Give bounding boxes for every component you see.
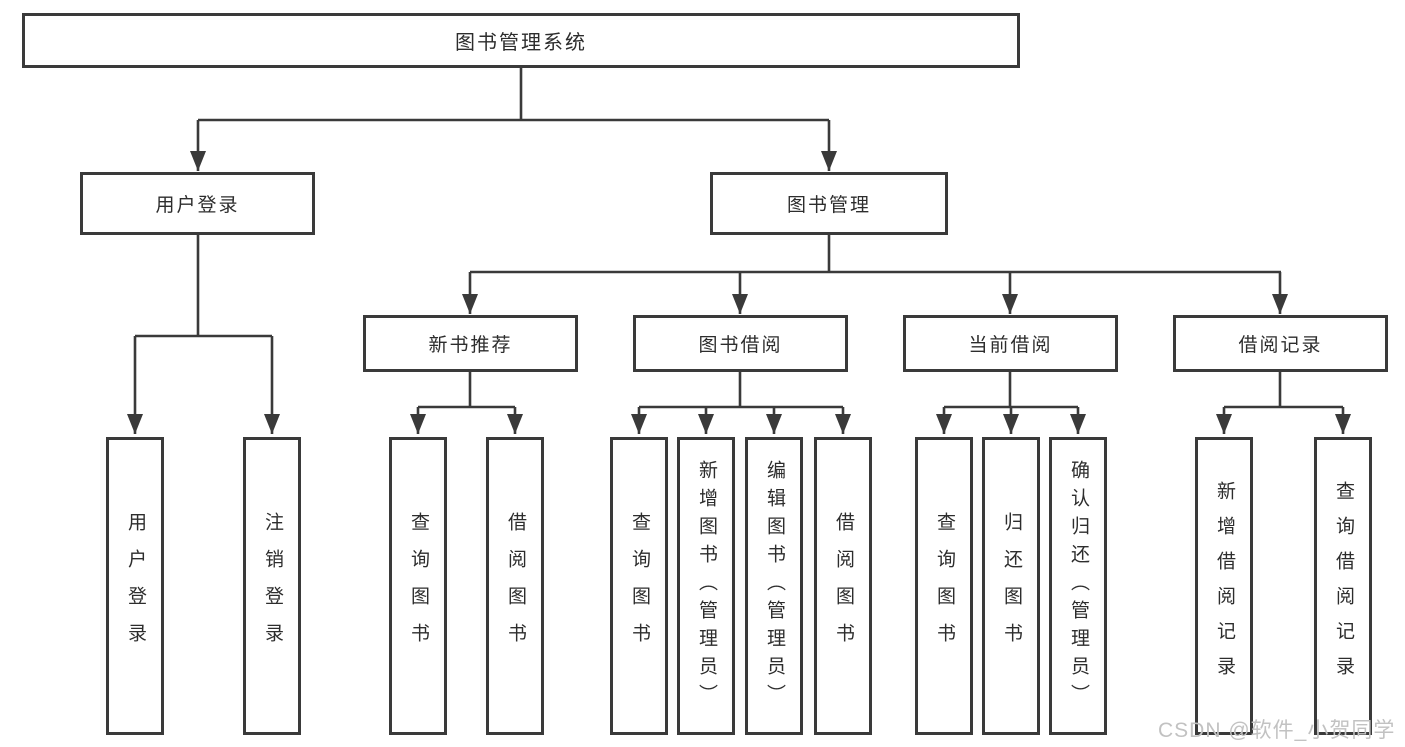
node-user-login: 用户登录	[80, 172, 315, 235]
leaf-logout: 注销登录	[243, 437, 301, 735]
leaf-return-books: 归还图书	[982, 437, 1040, 735]
node-borrow-records-label: 借阅记录	[1238, 335, 1323, 356]
connector-records-trunk	[1224, 372, 1343, 409]
node-system-root: 图书管理系统	[22, 13, 1020, 68]
leaf-borrow-books: 借阅图书	[814, 437, 872, 735]
connector-root-trunk	[198, 68, 829, 122]
node-book-management: 图书管理	[710, 172, 948, 235]
node-borrow-records: 借阅记录	[1173, 315, 1388, 372]
leaf-add-books-admin: 新增图书（管理员）	[677, 437, 735, 735]
connector-current-trunk	[944, 372, 1078, 409]
node-current-borrowing-label: 当前借阅	[968, 335, 1053, 356]
leaf-add-borrow-record: 新增借阅记录	[1195, 437, 1253, 735]
connector-new-books-trunk	[418, 372, 515, 409]
node-new-book-recommend: 新书推荐	[363, 315, 578, 372]
node-book-borrowing-label: 图书借阅	[698, 335, 783, 356]
node-new-book-recommend-label: 新书推荐	[428, 335, 513, 356]
node-user-login-label: 用户登录	[155, 195, 240, 216]
leaf-edit-books-admin: 编辑图书（管理员）	[745, 437, 803, 735]
leaf-user-login: 用户登录	[106, 437, 164, 735]
csdn-watermark: CSDN @软件_小贺同学	[1158, 719, 1396, 742]
connector-borrowing-trunk	[639, 372, 843, 409]
leaf-query-books-current: 查询图书	[915, 437, 973, 735]
node-system-root-label: 图书管理系统	[455, 32, 587, 54]
leaf-query-borrow-record: 查询借阅记录	[1314, 437, 1372, 735]
leaf-confirm-return-admin: 确认归还（管理员）	[1049, 437, 1107, 735]
node-current-borrowing: 当前借阅	[903, 315, 1118, 372]
leaf-query-books-borrowing: 查询图书	[610, 437, 668, 735]
node-book-management-label: 图书管理	[786, 195, 871, 216]
node-book-borrowing: 图书借阅	[633, 315, 848, 372]
connector-book-mgmt-trunk	[470, 235, 1281, 274]
leaf-query-books-recommend: 查询图书	[389, 437, 447, 735]
leaf-borrow-books-recommend: 借阅图书	[486, 437, 544, 735]
connector-user-login-trunk	[135, 235, 272, 338]
